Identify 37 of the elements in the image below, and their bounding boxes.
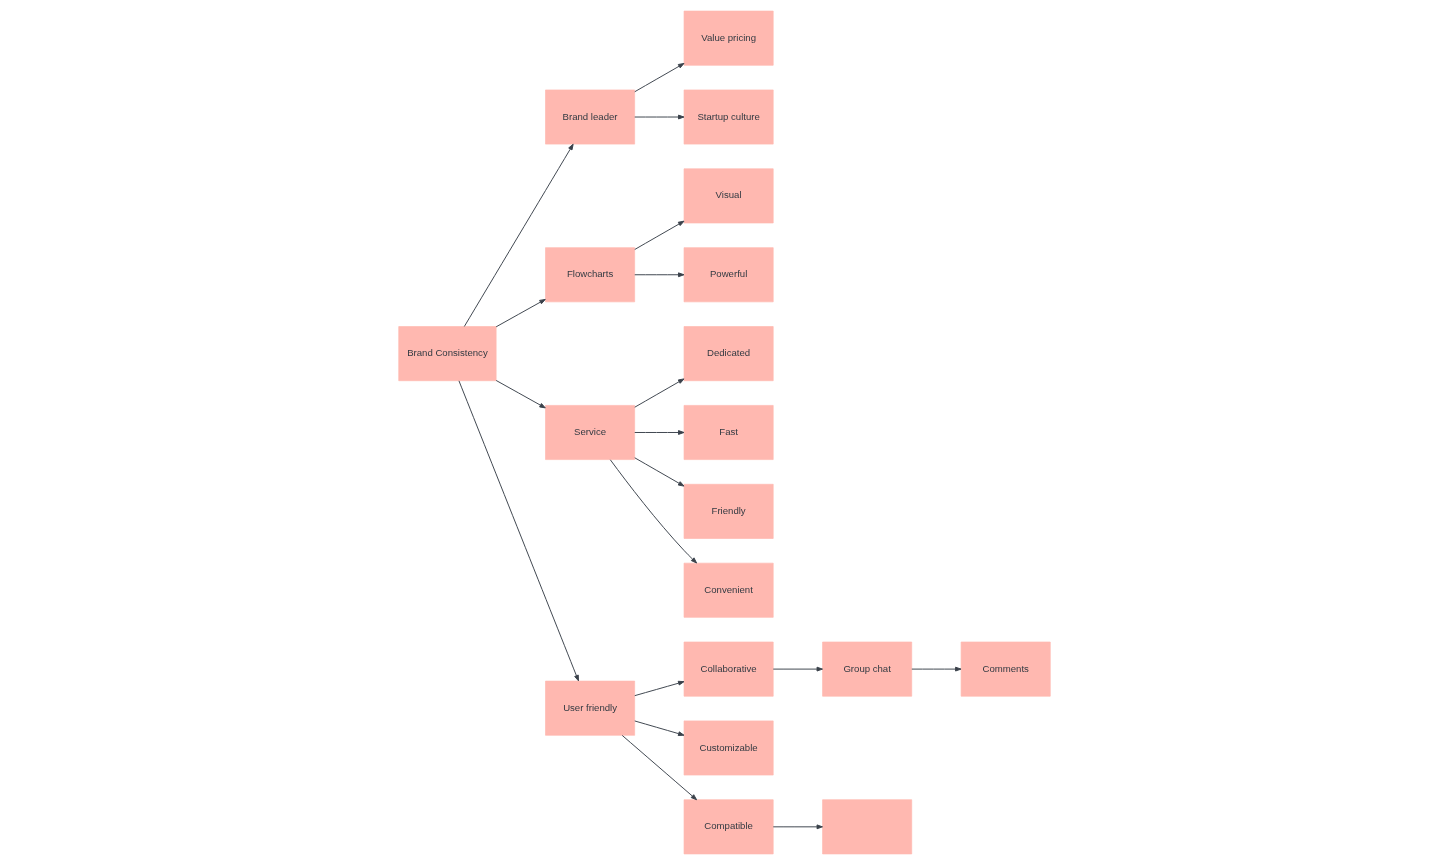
arrow <box>633 680 684 697</box>
node-box: Flowcharts <box>544 247 635 303</box>
node-box: Fast <box>683 405 774 460</box>
node-box: Powerful <box>683 247 774 303</box>
arrow <box>910 666 961 672</box>
arrow <box>633 220 684 250</box>
node-box: Brand leader <box>544 89 635 145</box>
arrow <box>458 380 579 682</box>
node-box: Customizable <box>683 720 774 776</box>
node-box: Group chat <box>821 641 912 697</box>
node-box: Friendly <box>683 483 774 539</box>
arrow <box>633 114 684 120</box>
arrow <box>772 824 823 830</box>
node-box: Comments <box>960 641 1051 697</box>
node-box: Service <box>544 405 635 460</box>
arrow <box>633 272 684 278</box>
node-box: Value pricing <box>683 10 774 66</box>
arrow <box>772 666 823 672</box>
node-box: Dedicated <box>683 326 774 382</box>
node-box: Visual <box>683 168 774 224</box>
arrow <box>621 734 697 801</box>
node-box: Convenient <box>683 562 774 618</box>
node-box: Startup culture <box>683 89 774 145</box>
node-box: Collaborative <box>683 641 774 697</box>
arrow <box>633 62 684 93</box>
node-box: Brand Consistency <box>397 326 496 382</box>
arrow <box>495 298 546 328</box>
arrow <box>463 143 574 327</box>
arrow <box>609 459 697 564</box>
node-box <box>821 799 912 855</box>
arrow <box>633 378 684 408</box>
node-box: User friendly <box>544 680 635 736</box>
arrow <box>633 720 684 736</box>
arrow <box>495 379 546 409</box>
node-box: Compatible <box>683 799 774 855</box>
arrow <box>633 430 684 435</box>
arrow <box>633 457 684 487</box>
